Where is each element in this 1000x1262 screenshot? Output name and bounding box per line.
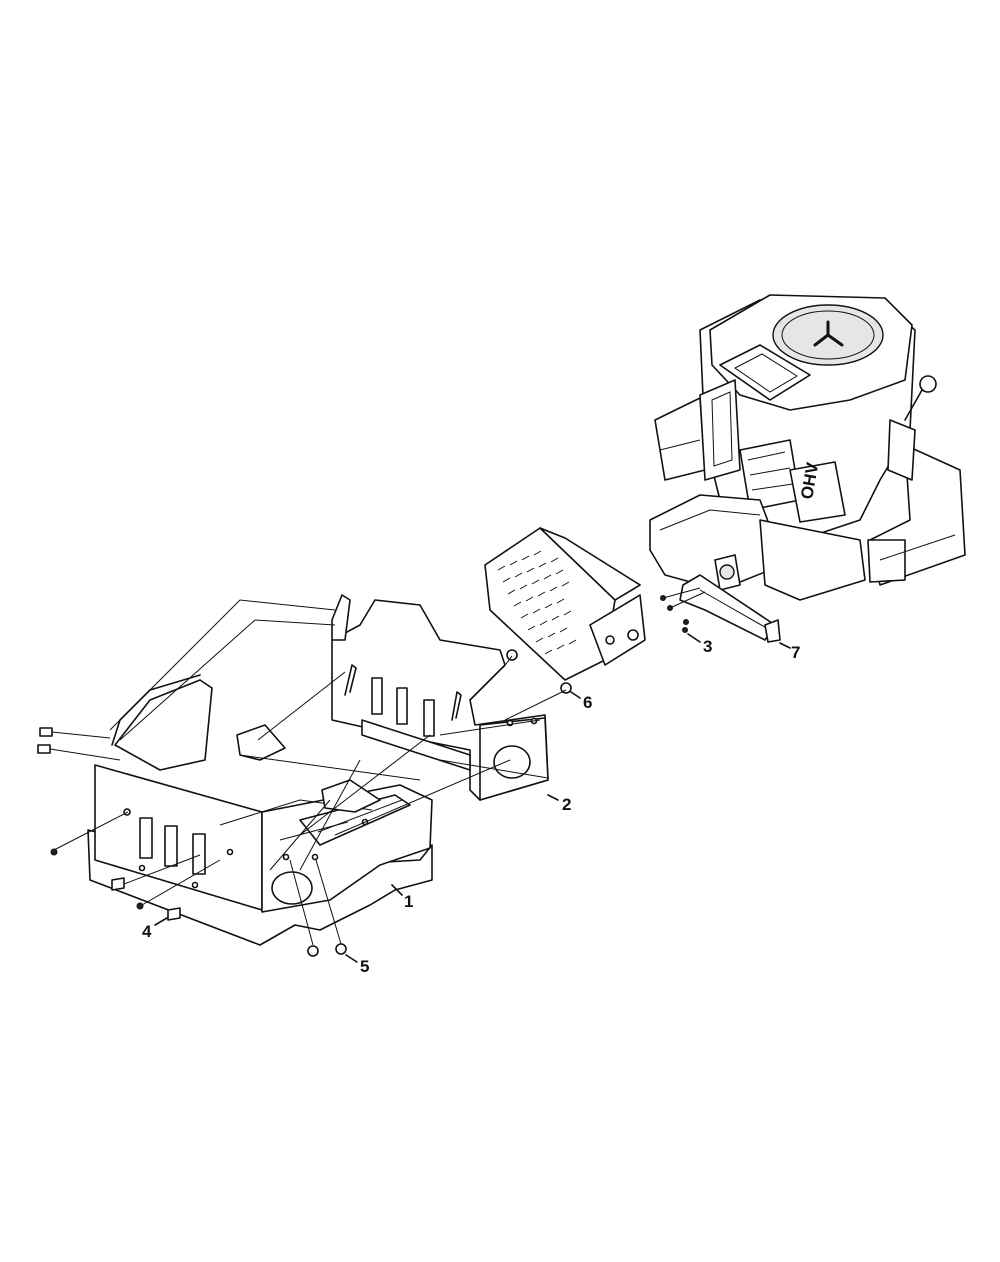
svg-text:3: 3 <box>703 637 712 656</box>
bolts-4 <box>37 727 181 921</box>
nut-6 <box>506 649 572 694</box>
assembly-lines <box>49 587 706 946</box>
svg-text:2: 2 <box>562 795 571 814</box>
callout-5: 5 <box>345 954 369 976</box>
callout-3: 3 <box>687 633 712 656</box>
callout-2: 2 <box>547 794 571 814</box>
muffler-heat-shield <box>484 527 646 681</box>
nuts-5 <box>307 943 347 957</box>
engine-assembly: OHV <box>649 294 966 601</box>
callout-7: 7 <box>779 642 800 662</box>
svg-text:7: 7 <box>791 643 800 662</box>
rear-panel <box>331 594 549 801</box>
svg-text:4: 4 <box>142 922 152 941</box>
engine-base-pan <box>87 674 433 946</box>
callout-6: 6 <box>570 691 592 712</box>
callout-1: 1 <box>391 884 413 911</box>
svg-text:1: 1 <box>404 892 413 911</box>
svg-text:6: 6 <box>583 693 592 712</box>
mount-bracket <box>236 724 381 813</box>
callout-4: 4 <box>142 917 168 941</box>
callouts: 1 2 3 4 5 6 7 <box>142 633 800 976</box>
svg-text:5: 5 <box>360 957 369 976</box>
